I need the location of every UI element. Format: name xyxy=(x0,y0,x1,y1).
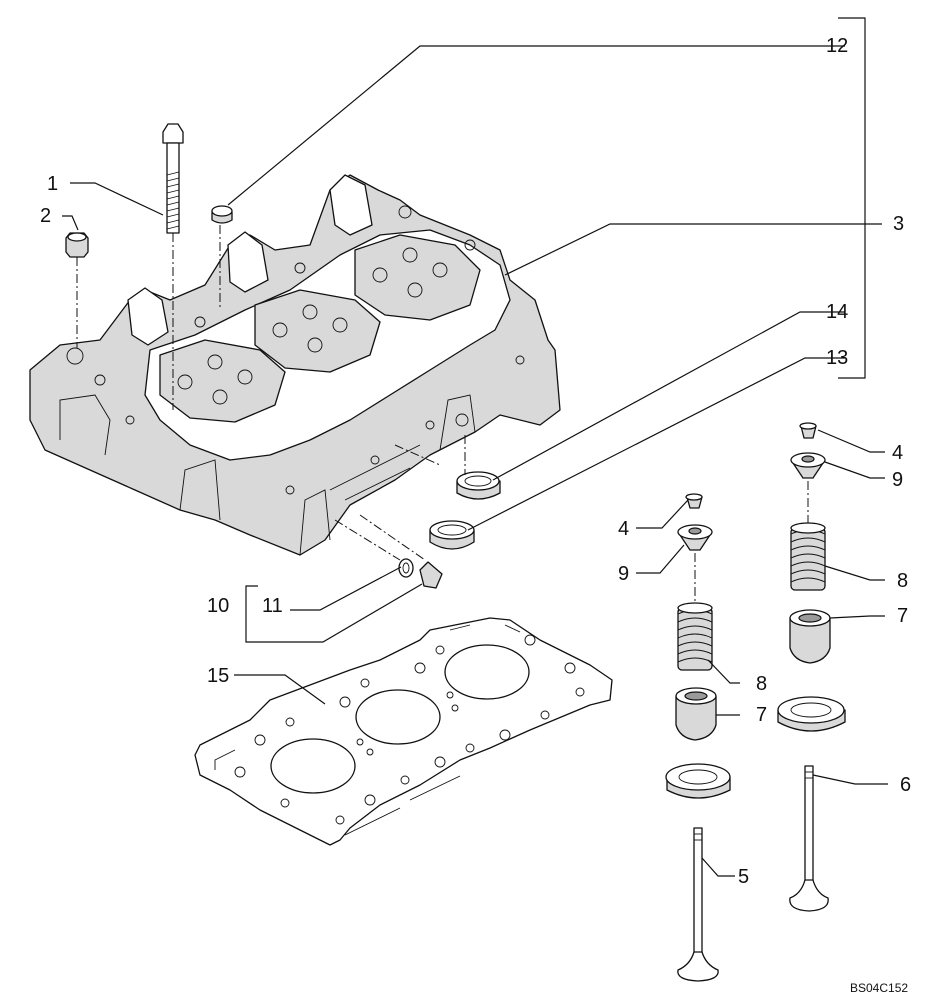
callout-6: 6 xyxy=(900,774,911,796)
seat-ring-right xyxy=(777,696,846,732)
drawing-code: BS04C152 xyxy=(850,981,908,995)
spring-retainer-right xyxy=(790,452,826,479)
callout-13: 13 xyxy=(826,347,848,369)
valve-keeper-left xyxy=(685,493,703,509)
callout-4-right: 4 xyxy=(892,442,903,464)
callout-7-left: 7 xyxy=(756,704,767,726)
valve-6 xyxy=(789,765,829,912)
head-gasket xyxy=(194,617,613,846)
callout-labels: 1 2 12 3 14 13 10 11 15 4 9 8 7 5 4 9 8 … xyxy=(40,35,911,888)
valve-5 xyxy=(677,827,719,982)
callout-2: 2 xyxy=(40,205,51,227)
callout-12: 12 xyxy=(826,35,848,57)
callout-5: 5 xyxy=(738,866,749,888)
callout-9-left: 9 xyxy=(618,563,629,585)
valve-seat-14 xyxy=(456,471,501,500)
callout-7-right: 7 xyxy=(897,605,908,627)
head-bolt xyxy=(162,123,184,234)
valve-spring-right xyxy=(790,522,826,591)
callout-11: 11 xyxy=(262,595,283,617)
spring-retainer-left xyxy=(677,524,713,551)
valve-keeper-right xyxy=(799,422,817,439)
callout-1: 1 xyxy=(47,173,58,195)
plug-cap xyxy=(65,232,89,258)
valve-spring-left xyxy=(677,602,713,671)
stem-seal-right xyxy=(789,609,831,664)
callout-9-right: 9 xyxy=(892,469,903,491)
callout-15: 15 xyxy=(207,665,229,687)
callout-4-left: 4 xyxy=(618,518,629,540)
callout-8-left: 8 xyxy=(756,673,767,695)
callout-14: 14 xyxy=(826,301,848,323)
seat-ring-left xyxy=(665,763,731,799)
cylinder-head xyxy=(29,174,561,556)
callout-10: 10 xyxy=(207,595,229,617)
callout-3: 3 xyxy=(893,213,904,235)
callout-8-right: 8 xyxy=(897,570,908,592)
sealing-cap xyxy=(211,205,233,224)
threaded-plug xyxy=(419,561,443,589)
stem-seal-left xyxy=(675,687,717,741)
valve-seat-13 xyxy=(429,520,475,550)
o-ring-seal xyxy=(398,558,414,578)
leader-lines xyxy=(62,17,888,877)
